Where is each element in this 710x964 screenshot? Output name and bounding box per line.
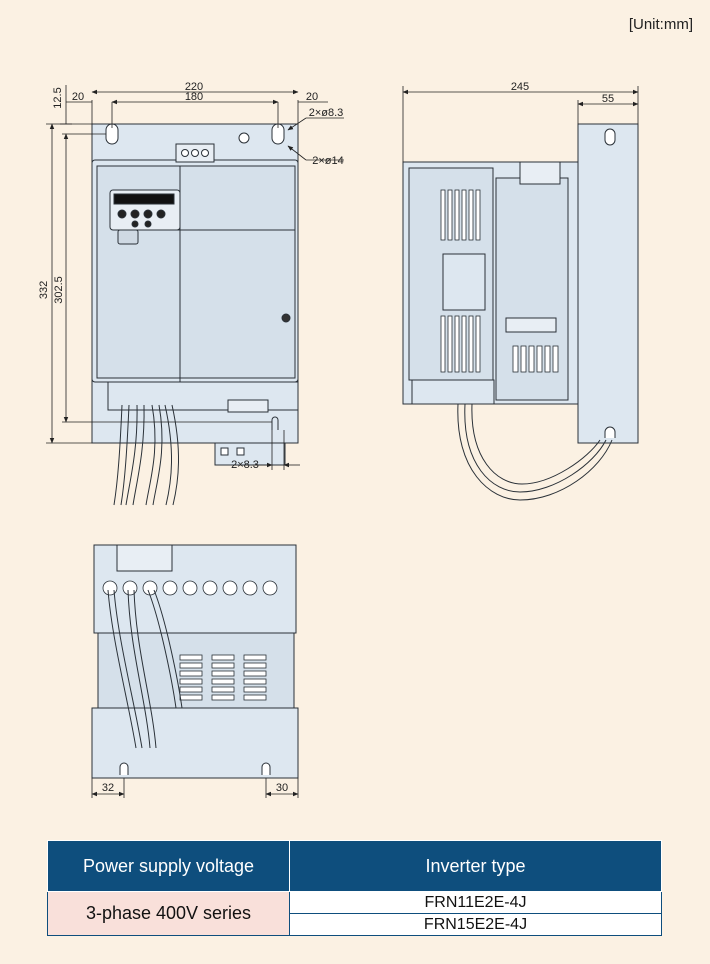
bottom-terminals — [102, 580, 278, 596]
bottom-vents — [179, 654, 267, 701]
side-vents — [440, 189, 559, 373]
header-inverter-type: Inverter type — [289, 840, 662, 892]
dim-depth: 245 — [511, 81, 529, 93]
bottom-cables — [107, 589, 183, 749]
bottom-view — [91, 544, 299, 779]
dim-bottom-left: 32 — [102, 782, 114, 794]
model-cell: FRN15E2E-4J — [289, 913, 662, 936]
dimension-drawing: 220 180 20 20 2×ø8.3 2×ø14 2×8.3 12.5 33… — [38, 81, 639, 798]
side-view — [402, 123, 639, 444]
front-bottom-tab — [214, 442, 286, 466]
voltage-cell: 3-phase 400V series — [47, 891, 290, 936]
unit-label: [Unit:mm] — [628, 16, 693, 33]
dim-left-offset: 20 — [72, 91, 84, 103]
dim-mount-height: 302.5 — [53, 276, 65, 304]
front-view — [91, 123, 299, 466]
front-dimension-lines — [46, 85, 344, 470]
dim-slot-width: 2×8.3 — [231, 459, 259, 471]
dim-small-hole: 2×ø8.3 — [309, 107, 344, 119]
dim-overall-height: 332 — [38, 281, 50, 299]
bottom-dimension-lines — [91, 778, 299, 798]
side-cables — [457, 403, 613, 501]
header-voltage: Power supply voltage — [47, 840, 290, 892]
model-cell: FRN11E2E-4J — [289, 891, 662, 914]
dim-right-offset: 20 — [306, 91, 318, 103]
side-backplate — [577, 123, 639, 444]
dim-bottom-right: 30 — [276, 782, 288, 794]
dim-overall-width: 220 — [185, 81, 203, 93]
dim-large-hole: 2×ø14 — [312, 155, 344, 167]
front-cables — [113, 404, 180, 506]
dim-depth-part: 55 — [602, 93, 614, 105]
spec-table: Power supply voltage Inverter type 3-pha… — [47, 840, 662, 936]
dim-top-offset: 12.5 — [52, 87, 64, 108]
dim-mount-pitch: 180 — [185, 91, 203, 103]
side-dimension-lines — [402, 86, 639, 162]
